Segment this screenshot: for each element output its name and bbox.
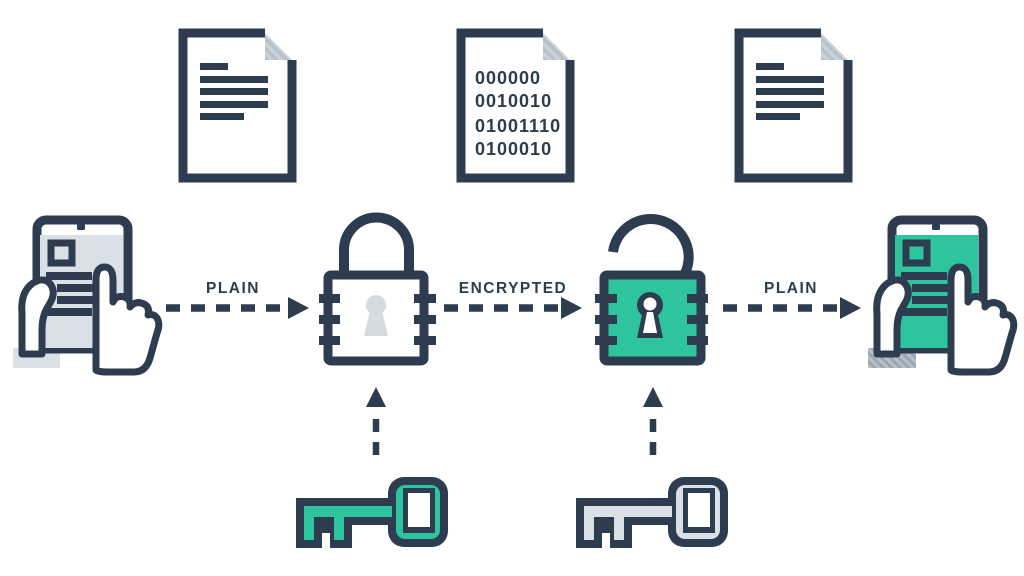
binary-line-2: 0010010 <box>475 91 552 111</box>
decryption-lock-icon <box>595 214 708 366</box>
lock-side-notches <box>595 294 708 345</box>
keyhole-icon <box>637 292 663 338</box>
plaintext-document-icon-left <box>183 33 292 178</box>
decryption-key-icon <box>576 477 728 548</box>
arrowhead-right-icon <box>288 297 309 319</box>
binary-line-1: 000000 <box>475 68 541 88</box>
lock-side-notches <box>319 294 436 345</box>
arrowhead-right-icon <box>840 297 861 319</box>
binary-line-4: 0100010 <box>475 139 552 159</box>
encrypted-arrow: ENCRYPTED <box>444 280 582 319</box>
key-arrow-right <box>643 387 663 455</box>
plain-label-right: PLAIN <box>764 280 818 297</box>
sender-device-icon <box>22 220 159 372</box>
lock-shackle-open <box>608 214 694 280</box>
plain-label-left: PLAIN <box>206 280 260 297</box>
arrowhead-up-icon <box>643 387 663 407</box>
binary-line-3: 01001110 <box>475 116 561 136</box>
plaintext-document-icon-right <box>739 33 848 178</box>
lock-shackle-closed <box>339 212 414 274</box>
encrypted-label: ENCRYPTED <box>459 280 568 297</box>
key-arrow-left <box>366 387 386 455</box>
encryption-lock-icon <box>319 212 436 366</box>
binary-document-icon: 000000 0010010 01001110 0100010 <box>461 33 570 178</box>
plain-arrow-right: PLAIN <box>723 280 861 319</box>
plain-arrow-left: PLAIN <box>166 280 309 319</box>
keyhole-icon <box>364 295 388 336</box>
arrowhead-right-icon <box>561 297 582 319</box>
arrowhead-up-icon <box>366 387 386 407</box>
encryption-key-icon <box>296 477 448 548</box>
receiver-device-icon <box>877 220 1014 372</box>
